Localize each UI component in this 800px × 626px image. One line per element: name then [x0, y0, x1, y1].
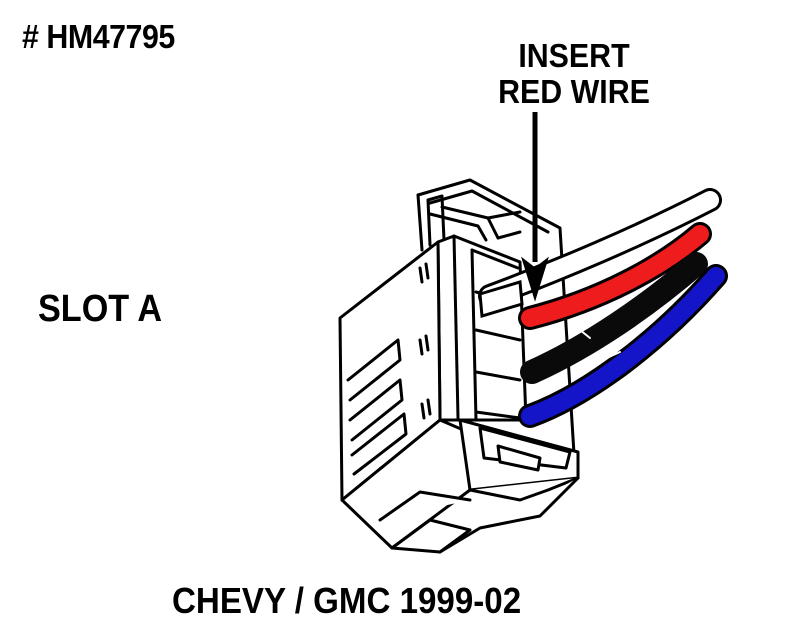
connector-body — [338, 234, 528, 550]
connector-slots — [478, 280, 524, 318]
vehicle-label: CHEVY / GMC 1999-02 — [172, 580, 522, 621]
black-wire — [520, 252, 708, 384]
callout-arrow — [521, 112, 549, 302]
connector-face-lines — [452, 234, 522, 422]
slot-top — [478, 280, 524, 318]
callout-line-2: RED WIRE — [498, 73, 650, 110]
connector-bottom-latch — [378, 418, 580, 554]
blue-wire — [518, 264, 728, 428]
red-wire — [518, 222, 712, 330]
part-number: # HM47795 — [22, 18, 175, 55]
slot-label: SLOT A — [38, 288, 163, 330]
insert-red-wire-callout: INSERT RED WIRE — [491, 38, 657, 110]
connector-side-ribs — [346, 262, 432, 476]
callout-line-1: INSERT — [518, 37, 630, 74]
